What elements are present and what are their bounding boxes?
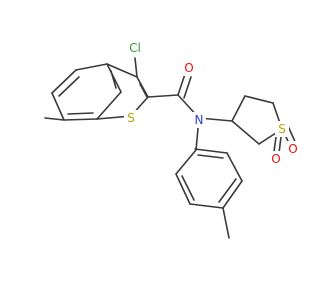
nitrogen-label: N [195,113,204,127]
bond [218,178,237,203]
bond [147,94,179,98]
bond [222,180,243,209]
bond [175,149,197,175]
bond [96,91,122,120]
amide-oxygen-atom: O [182,60,196,76]
bond [244,95,274,104]
bond [183,76,192,99]
bond [134,57,138,78]
sulfone-oxygen-atom: O [269,151,283,167]
bond [175,173,191,205]
bond [231,95,246,122]
bond [51,69,77,94]
bond [44,117,65,121]
oxygen-label: O [288,142,297,156]
bond [106,63,122,93]
bond [139,83,148,98]
bond [58,76,80,97]
bond [67,112,94,115]
bond [75,63,108,71]
chlorine-atom: Cl [124,40,146,56]
oxygen-label: O [184,61,193,75]
bond [197,154,224,159]
bond [51,92,65,121]
molecule-structure: Cl O S N S O O [44,40,300,239]
bond [110,70,117,89]
sulfone-oxygen-atom: O [286,141,300,157]
bond [181,175,195,201]
sulfur-label: S [127,111,135,125]
thiophene-sulfur-atom: S [124,110,138,126]
bond [63,118,98,121]
bond [106,63,138,78]
bond [189,203,224,209]
atom-labels: Cl O S N S O O [124,40,300,167]
bond [226,152,243,182]
oxygen-label: O [271,152,280,166]
bond [222,207,230,239]
sulfur-label: S [278,122,286,136]
bond [231,120,260,145]
bond [177,73,186,96]
amide-nitrogen-atom: N [192,112,206,128]
bond [194,148,228,154]
bonds [44,57,298,239]
chlorine-label: Cl [129,41,141,55]
sulfone-sulfur-atom: S [275,121,289,137]
